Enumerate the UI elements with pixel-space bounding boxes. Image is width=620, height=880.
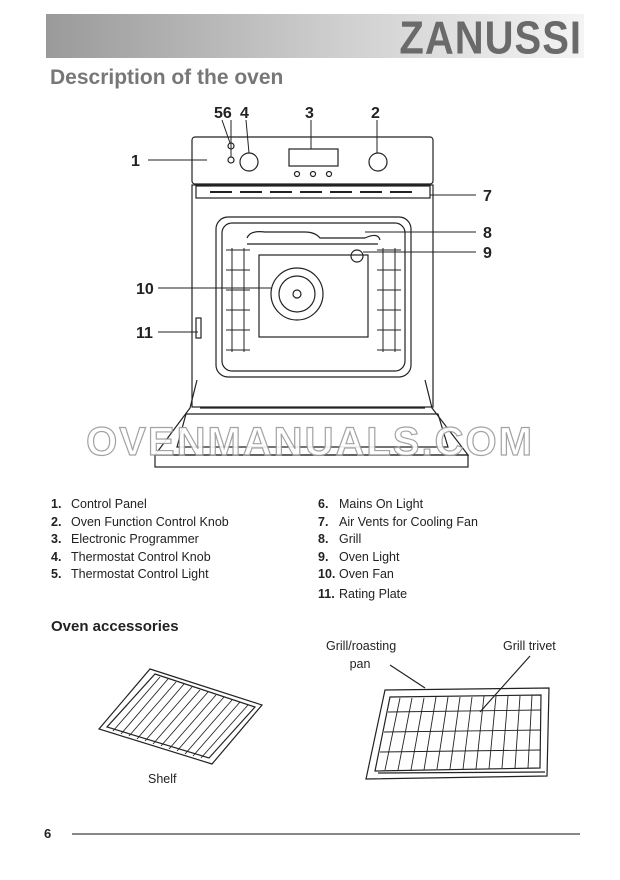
callout-2: 2 <box>371 105 380 122</box>
rating-plate-shape <box>195 317 202 339</box>
callout-1: 1 <box>131 153 140 170</box>
parts-list-right: 6.Mains On Light 7.Air Vents for Cooling… <box>318 497 478 605</box>
list-item: 9.Oven Light <box>318 549 400 564</box>
oven-diagram: 56 4 3 2 1 7 8 9 10 11 <box>131 105 492 468</box>
shelf-shape <box>97 668 264 765</box>
callout-10: 10 <box>136 281 154 298</box>
watermark: OVENMANUALS.COM <box>86 419 534 464</box>
header-bar <box>46 14 584 58</box>
list-item: 7.Air Vents for Cooling Fan <box>318 514 478 529</box>
callout-4: 4 <box>240 105 249 122</box>
shelf-caption: Shelf <box>148 772 177 786</box>
list-item: 5.Thermostat Control Light <box>51 567 209 582</box>
grill-pan-shape <box>365 687 550 780</box>
grill-pan-caption: Grill/roasting pan <box>326 639 397 671</box>
callout-9: 9 <box>483 245 492 262</box>
grill-trivet-caption: Grill trivet <box>503 639 556 653</box>
brand-logo: ZANUSSI <box>399 13 582 64</box>
callout-8: 8 <box>483 225 492 242</box>
page-number: 6 <box>44 826 52 841</box>
list-item: 8.Grill <box>318 532 362 547</box>
callout-7: 7 <box>483 188 492 205</box>
page-title: Description of the oven <box>50 66 284 89</box>
callout-3: 3 <box>305 105 314 122</box>
accessories-illustration <box>97 655 550 780</box>
oven-body-shape <box>191 184 434 408</box>
accessories-title: Oven accessories <box>51 618 179 635</box>
callout-5-6: 56 <box>214 105 232 122</box>
footer-rule <box>72 833 580 835</box>
list-item: 6.Mains On Light <box>318 497 424 511</box>
function-knob-shape <box>368 152 388 172</box>
oven-fan-shape <box>270 267 324 321</box>
list-item: 10.Oven Fan <box>318 567 394 582</box>
list-item: 2.Oven Function Control Knob <box>51 514 229 529</box>
oven-light-shape <box>350 249 364 263</box>
list-item: 4.Thermostat Control Knob <box>51 549 211 564</box>
programmer-display-shape <box>288 148 339 167</box>
parts-list-left: 1.Control Panel 2.Oven Function Control … <box>51 497 229 585</box>
list-item: 11.Rating Plate <box>318 586 408 601</box>
thermostat-knob-shape <box>239 152 259 172</box>
list-item: 1.Control Panel <box>51 497 147 511</box>
callout-11: 11 <box>136 325 153 342</box>
mains-light-shape <box>227 156 235 164</box>
list-item: 3.Electronic Programmer <box>51 532 199 547</box>
grill-element-shape <box>246 231 381 241</box>
